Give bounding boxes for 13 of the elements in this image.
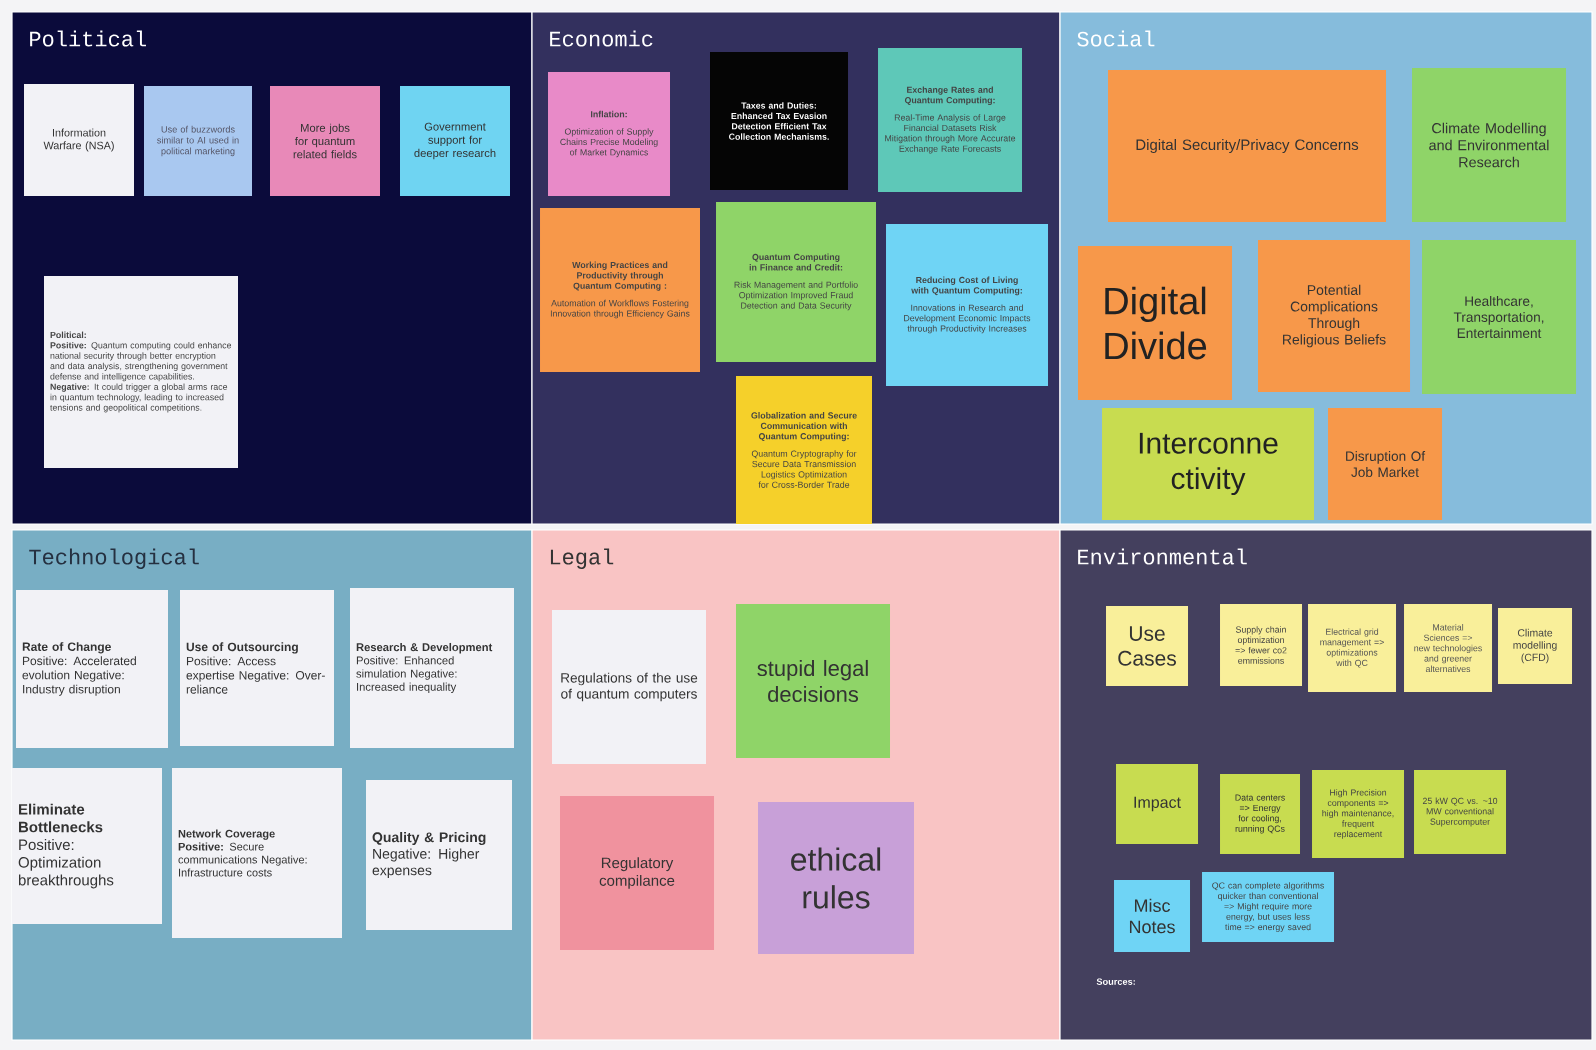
sticky-note: Impact xyxy=(1116,764,1198,844)
sticky-note: Digital Divide xyxy=(1078,246,1232,400)
sticky-note: Misc Notes xyxy=(1114,880,1190,952)
sticky-note: stupid legal decisions xyxy=(736,604,890,758)
panel-heading: Social xyxy=(1077,30,1155,47)
panel-heading: Environmental xyxy=(1078,548,1247,565)
sticky-note: ethical rules xyxy=(758,802,914,954)
panel-heading: Legal xyxy=(550,548,614,569)
panel-heading: Economic xyxy=(550,30,653,47)
panel-heading: Political xyxy=(30,30,146,47)
sticky-note: Interconne ctivity xyxy=(1102,408,1314,520)
sticky-note: Use Cases xyxy=(1106,606,1188,686)
panel-heading: Technological xyxy=(29,548,199,569)
